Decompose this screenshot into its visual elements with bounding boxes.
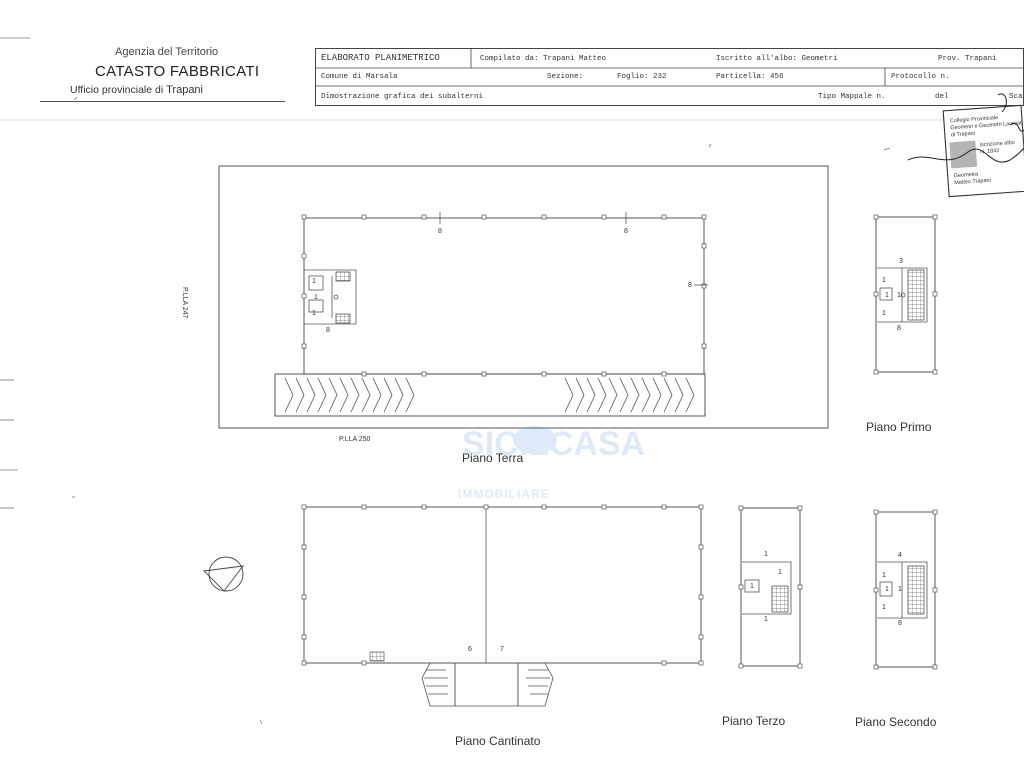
header-table: ELABORATO PLANIMETRICO Compilato da: Tra…: [315, 48, 1024, 106]
ufficio-prefix: Ufficio provinciale di: [70, 84, 164, 96]
cantinato-pillars: [301, 504, 704, 666]
agency-name: Agenzia del Territorio: [115, 46, 219, 58]
sub-primo-5: 1: [882, 310, 886, 317]
sub-secondo-3: 1: [885, 586, 889, 593]
sub-primo-2: 1: [882, 277, 886, 284]
dimostrazione: Dimostrazione grafica dei subalterni: [321, 93, 484, 101]
sub-terra-4: 1: [312, 278, 316, 285]
sub-terzo-2: 1: [750, 583, 754, 590]
sub-secondo-4: 1: [898, 586, 902, 593]
terra-units: [304, 212, 708, 325]
north-arrow: [203, 556, 245, 592]
cantinato-stairs: [369, 651, 385, 662]
parking-chevrons-right: [564, 377, 695, 413]
catasto-title: CATASTO FABBRICATI: [95, 63, 260, 80]
sub-secondo-5: 1: [882, 604, 886, 611]
stamp-line1: Collegio Provinciale: [950, 115, 999, 124]
scala: Sca: [1009, 93, 1023, 101]
stamp-line2: Geometri e Geometri Laureati: [950, 120, 1023, 131]
title-piano-secondo: Piano Secondo: [855, 715, 937, 729]
stamp-line4: Iscrizione albo: [979, 140, 1015, 148]
stamp-line5: N. 1842: [980, 148, 1000, 155]
signature: [907, 147, 1024, 163]
sub-terra-3: 8: [688, 282, 692, 289]
compilato-da: Compilato da: Trapani Matteo: [480, 55, 607, 63]
sub-cantinato-1: 6: [468, 646, 472, 653]
stamp-line3: di Trapani: [951, 131, 976, 139]
ufficio-line: Ufficio provinciale di Trapani: [70, 84, 203, 96]
stamp-line6: Geometra: [954, 171, 980, 179]
sub-primo-1: 3: [899, 258, 903, 265]
terra-pillars: [301, 214, 707, 377]
sezione: Sezione:: [547, 73, 584, 81]
secondo-units: [877, 561, 928, 619]
primo-units: [877, 267, 928, 323]
sub-terra-5: 1: [314, 294, 318, 301]
cantinato-building-outline: [303, 506, 702, 664]
comune: Comune di Marsala: [321, 73, 398, 81]
iscritto-albo: Iscritto all'albo: Geometri: [716, 55, 838, 63]
title-piano-cantinato: Piano Cantinato: [455, 734, 541, 748]
piano-terra-plan: [218, 165, 829, 429]
sub-primo-6: 8: [897, 325, 901, 332]
sub-secondo-1: 4: [898, 552, 902, 559]
agency-underline: [40, 101, 285, 102]
sub-terra-7: 8: [326, 327, 330, 334]
stamp-line7: Matteo Trapani: [954, 178, 991, 187]
piano-terzo-plan: [738, 505, 803, 669]
watermark-logo: SICILCASA: [462, 425, 645, 463]
tipo-mappale: Tipo Mappale n.: [818, 93, 886, 101]
sub-terzo-1: 1: [764, 551, 768, 558]
plla-250-label: P.LLA 250: [339, 436, 371, 443]
watermark: SICILCASA IMMOBILIARE: [458, 425, 645, 501]
del: del: [935, 93, 949, 101]
sub-cantinato-2: 7: [500, 646, 504, 653]
parking-chevrons-left: [284, 377, 415, 413]
title-piano-primo: Piano Primo: [866, 420, 932, 434]
particella: Particella: 456: [716, 73, 784, 81]
header-grid: [315, 48, 1024, 106]
terzo-units: [742, 561, 792, 615]
watermark-sub: IMMOBILIARE: [458, 487, 550, 501]
title-piano-terra: Piano Terra: [462, 451, 524, 465]
plla-247-label: P.LLA 247: [181, 287, 188, 319]
secondo-pillars: [873, 509, 938, 670]
terzo-pillars: [738, 505, 803, 669]
sub-secondo-2: 1: [882, 572, 886, 579]
primo-pillars: [873, 214, 938, 375]
stamp-seal: [949, 140, 978, 169]
piano-cantinato-plan: [301, 504, 704, 707]
protocollo: Protocollo n.: [891, 73, 950, 81]
stray-marks: [0, 37, 1024, 725]
sub-terra-2: 8: [624, 228, 628, 235]
ufficio-city: Trapani: [166, 84, 203, 96]
piano-secondo-plan: [873, 509, 938, 670]
sub-terzo-3: 1: [778, 569, 782, 576]
sub-primo-4: 1: [897, 292, 901, 299]
piano-primo-plan: [873, 214, 938, 375]
title-piano-terzo: Piano Terzo: [722, 714, 786, 728]
cantinato-ramps: [421, 662, 554, 707]
terra-porch: [274, 373, 706, 417]
sub-terra-6: 1: [312, 310, 316, 317]
sub-secondo-6: 8: [898, 620, 902, 627]
professional-stamp: Collegio Provinciale Geometri e Geometri…: [907, 93, 1024, 198]
foglio: Foglio: 232: [617, 73, 667, 81]
sub-terra-1: 8: [438, 228, 442, 235]
sub-terzo-4: 1: [764, 616, 768, 623]
elaborato-title: ELABORATO PLANIMETRICO: [321, 53, 440, 63]
provincia: Prov. Trapani: [938, 55, 997, 63]
sub-primo-3: 1: [885, 292, 889, 299]
signature-flourish: [997, 93, 1024, 132]
terra-building-outline: [303, 217, 705, 375]
lot-boundary: [218, 165, 829, 429]
